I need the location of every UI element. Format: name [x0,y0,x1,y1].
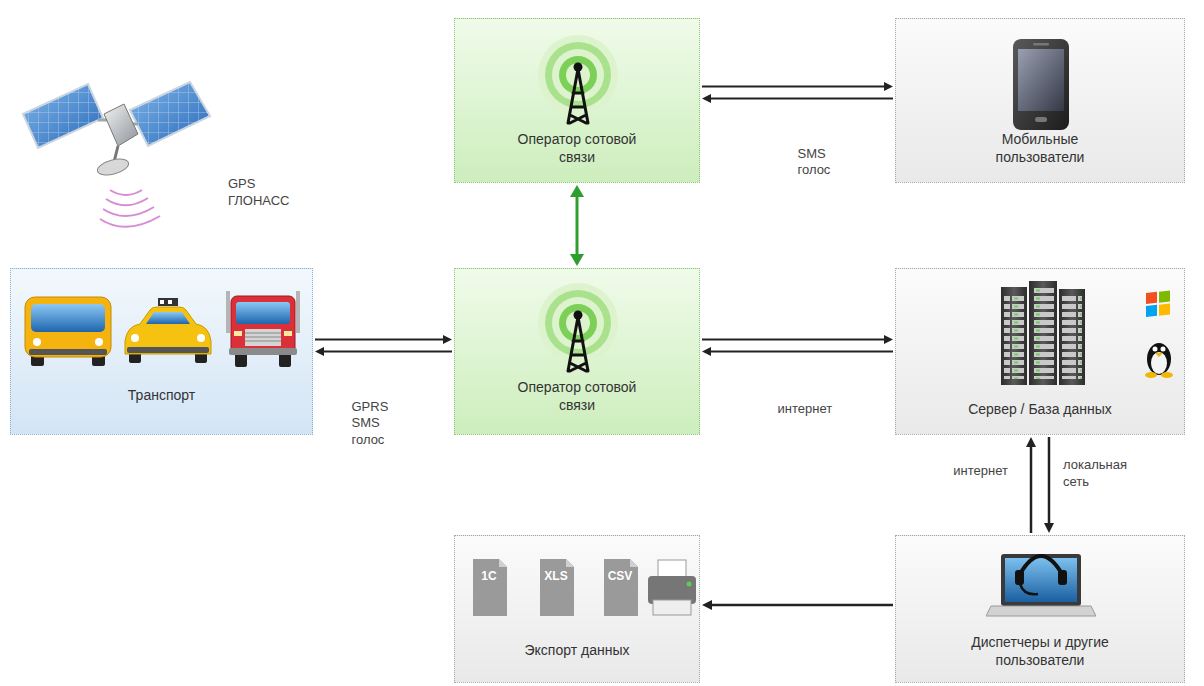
solar-panel [130,82,210,146]
arrow-line [710,604,893,607]
edge-label: GPRS SMS голос [352,399,408,450]
arrow-line [702,86,886,88]
server-icon [901,279,1181,389]
node-label: Мобильные пользователи [970,131,1110,166]
arrow-line [576,195,579,257]
arrow-head [570,185,584,197]
satellite-illustration [18,72,218,242]
arrow-line [322,351,452,353]
text-holder: Сервер / База данных [896,401,1184,419]
text-holder: Мобильные пользователи [896,131,1184,166]
windows-logo [1146,290,1170,317]
connector-arrow [570,185,584,266]
node-label: Экспорт данных [467,642,687,660]
arrow-head [884,82,893,91]
transport-box: Транспорт [10,268,313,435]
file-format-label: XLS [539,568,573,584]
user-box: Мобильные пользователи [895,18,1185,183]
text-holder: Диспетчеры и другие пользователи [896,634,1184,669]
dispatcher-box: Диспетчеры и другие пользователи [895,535,1185,683]
connector-arrow [1026,437,1036,533]
operator-box: Оператор сотовой связи [454,18,700,183]
export-icons [463,554,698,624]
server-racks [1001,281,1085,385]
node-label: Оператор сотовой связи [507,131,647,166]
document-icon [540,559,574,616]
edge-label: SMS голос [798,146,848,180]
arrow-head [702,600,712,610]
node-label: Сервер / База данных [920,401,1160,419]
truck-icon [226,291,300,367]
laptop-icon [986,544,1096,624]
tower-icon [533,283,623,375]
arrow-line [702,339,886,341]
tower-icon [533,35,623,127]
solar-panel [23,84,103,148]
tux-logo [1145,343,1173,378]
arrow-head [1026,437,1036,447]
edge-label: локальная сеть [1063,457,1145,491]
arrow-head [884,335,893,344]
node-label: Транспорт [52,387,272,405]
printer-icon [648,560,696,615]
connector-arrow [702,335,893,356]
edge-label: интернет [778,401,888,418]
text-holder: Оператор сотовой связи [455,379,699,414]
node-label: Диспетчеры и другие пользователи [953,634,1128,669]
connector-arrow [315,335,452,356]
arrow-line [315,339,445,341]
operator-box: Оператор сотовой связи [454,268,700,435]
phone-icon [1011,37,1071,132]
file-format-label: CSV [603,568,637,584]
text-holder: Экспорт данных [455,642,699,660]
text-holder: Оператор сотовой связи [455,131,699,166]
arrow-line [1048,437,1051,525]
signal-waves [100,190,160,227]
bus-icon [25,297,111,366]
node-label: Оператор сотовой связи [507,379,647,414]
arrow-line [709,98,893,100]
export-box: Экспорт данных [454,535,700,683]
arrow-head [315,347,324,356]
arrow-head [443,335,452,344]
taxi-icon [125,298,211,363]
file-format-label: 1C [472,568,506,584]
connector-arrow [1044,437,1054,533]
transport-icon [23,291,303,371]
arrow-line [709,351,893,353]
connector-arrow [702,600,893,610]
edge-label: интернет [918,463,1008,480]
arrow-line [1030,445,1033,533]
document-icon [473,559,507,616]
document-icon [604,559,638,616]
arrow-head [1044,523,1054,533]
arrow-head [570,254,584,266]
connector-arrow [702,82,893,103]
arrow-head [702,94,711,103]
server-box: Сервер / База данных [895,268,1185,435]
text-holder: Транспорт [11,387,312,405]
satellite-label: GPS ГЛОНАСС [228,176,300,210]
arrow-head [702,347,711,356]
